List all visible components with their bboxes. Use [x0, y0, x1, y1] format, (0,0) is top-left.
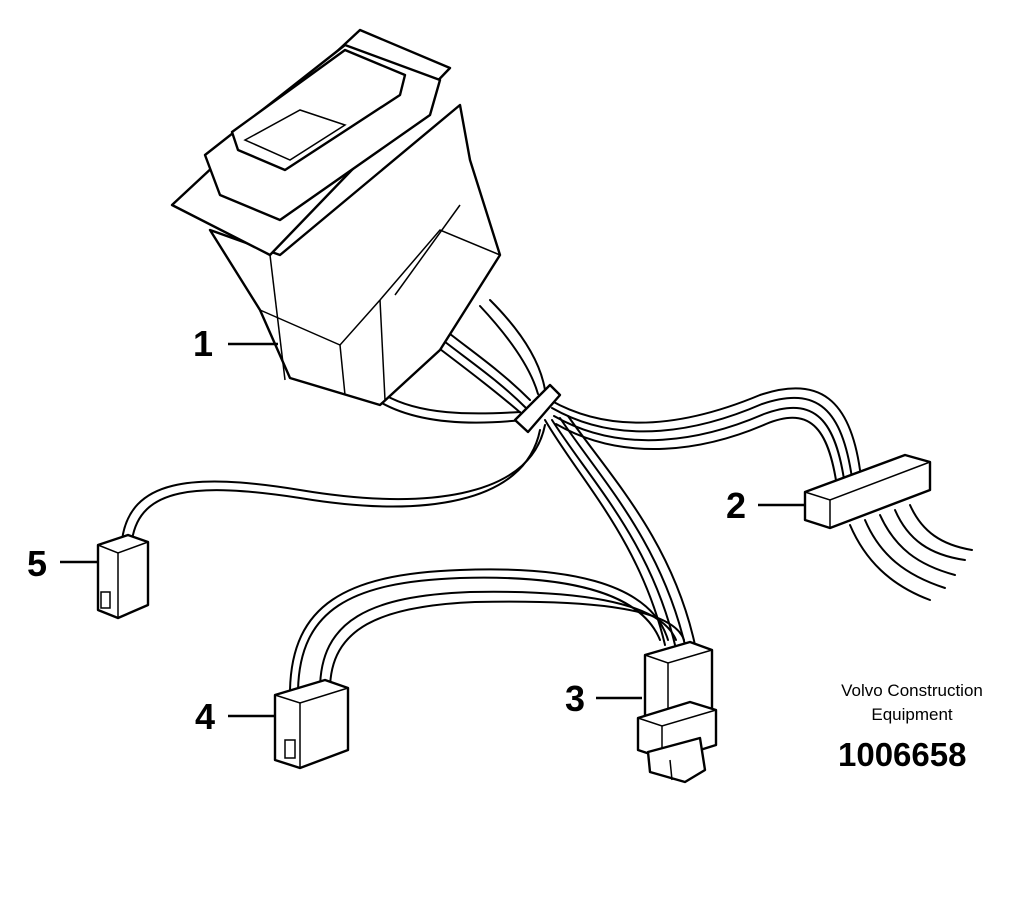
harness-wires — [121, 299, 973, 691]
connector-part-3 — [636, 640, 718, 784]
connector-part-4 — [273, 678, 350, 770]
connector-part-2 — [803, 453, 932, 530]
brand-line-2: Equipment — [871, 705, 953, 724]
rocker-switch-part — [170, 28, 502, 407]
reference-number: 1006658 — [838, 736, 967, 773]
callout-1: 1 — [193, 323, 214, 364]
brand-line-1: Volvo Construction — [841, 681, 983, 700]
callout-4: 4 — [195, 696, 216, 737]
callout-3: 3 — [565, 678, 586, 719]
callout-2: 2 — [726, 485, 747, 526]
brand-caption: Volvo Construction Equipment — [812, 679, 1012, 727]
cable-clamp — [513, 383, 562, 434]
callout-5: 5 — [27, 543, 48, 584]
connector-part-5 — [96, 533, 150, 620]
